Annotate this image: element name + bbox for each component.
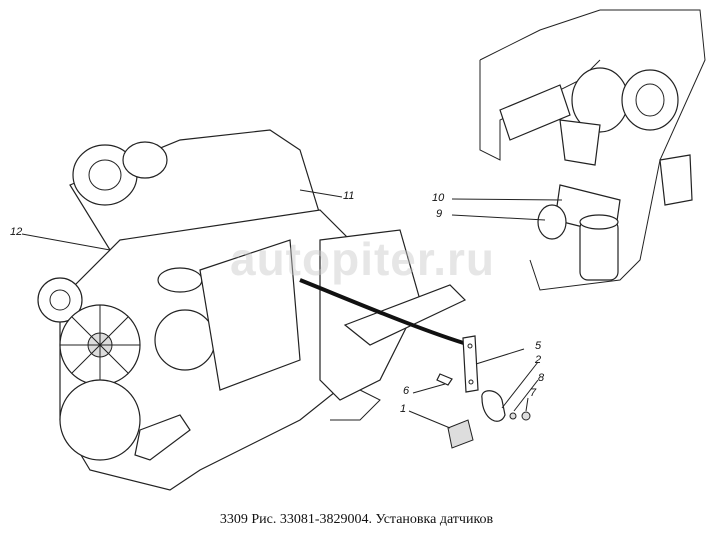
callout-leaders: [21, 189, 563, 429]
bracket-part-5: [462, 335, 479, 393]
engine-main: [37, 129, 471, 491]
callout-10: 10: [432, 192, 445, 204]
bolt-part-6: [436, 373, 453, 386]
bushing-part-1: [447, 419, 474, 449]
figure-caption: 3309 Рис. 33081-3829004. Установка датчи…: [219, 512, 494, 527]
callout-2: 2: [535, 354, 542, 366]
callout-11: 11: [343, 190, 355, 202]
callout-8: 8: [538, 372, 545, 384]
callout-1: 1: [400, 403, 407, 415]
sensor-parts: [436, 335, 531, 449]
callout-6: 6: [403, 385, 410, 397]
watermark: autopiter.ru: [230, 233, 496, 285]
inset-view: [479, 9, 706, 291]
nut-part-7: [521, 411, 531, 421]
callout-9: 9: [436, 208, 443, 220]
clamp-part-2: [481, 390, 506, 422]
callout-5: 5: [535, 340, 542, 352]
callout-7: 7: [530, 387, 537, 399]
callout-12: 12: [10, 226, 23, 238]
washer-part-8: [509, 412, 517, 420]
